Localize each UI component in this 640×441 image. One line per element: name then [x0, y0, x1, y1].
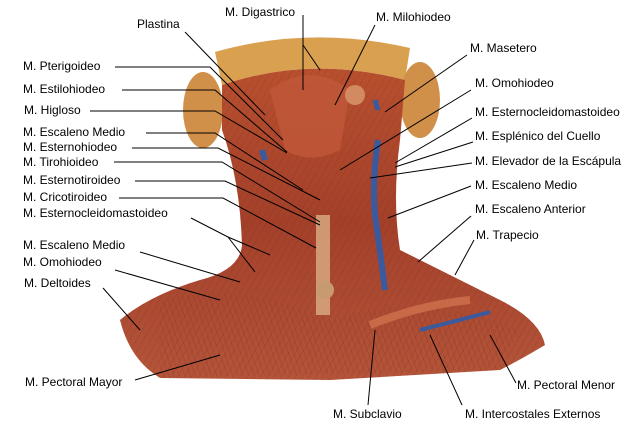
- label-escaleno-anterior: M. Escaleno Anterior: [475, 202, 586, 216]
- label-omohiodeo-right: M. Omohiodeo: [475, 76, 554, 90]
- label-pterigoideo: M. Pterigoideo: [23, 59, 101, 73]
- left-ear: [183, 72, 223, 148]
- label-tirohioideo: M. Tirohioideo: [23, 155, 99, 169]
- label-esternocleidomastoideo-right: M. Esternocleidomastoideo: [475, 105, 620, 119]
- label-escaleno-medio-2: M. Escaleno Medio: [23, 238, 126, 252]
- label-pectoral-menor: M. Pectoral Menor: [517, 378, 616, 392]
- label-plastina: Plastina: [137, 17, 180, 31]
- clavicle: [368, 296, 471, 329]
- label-esplenico-cuello: M. Esplénico del Cuello: [475, 129, 601, 143]
- label-intercostales-externos: M. Intercostales Externos: [465, 407, 601, 421]
- label-pectoral-mayor: M. Pectoral Mayor: [25, 375, 123, 389]
- label-elevador-escapula: M. Elevador de la Escápula: [475, 154, 622, 168]
- label-trapecio: M. Trapecio: [476, 228, 539, 242]
- label-digastrico: M. Digastrico: [225, 5, 296, 19]
- label-estilohiodeo: M. Estilohiodeo: [23, 82, 106, 96]
- label-cricotiroideo: M. Cricotiroideo: [23, 190, 108, 204]
- label-escaleno-medio-1: M. Escaleno Medio: [23, 125, 126, 139]
- label-escaleno-medio-right: M. Escaleno Medio: [475, 178, 578, 192]
- trachea: [316, 215, 330, 315]
- right-ear: [400, 62, 440, 138]
- label-subclavio: M. Subclavio: [333, 407, 402, 421]
- jugular-vein: [371, 139, 388, 291]
- label-esternocleidomastoideo-left: M. Esternocleidomastoideo: [23, 206, 168, 220]
- head-skin: [215, 37, 410, 85]
- label-esternotiroideo: M. Esternotiroideo: [23, 173, 121, 187]
- label-milohiodeo: M. Milohiodeo: [376, 10, 451, 24]
- label-masetero: M. Masetero: [470, 41, 537, 55]
- label-higloso: M. Higloso: [24, 103, 81, 117]
- leader-lines: [90, 15, 517, 406]
- label-omohiodeo-left: M. Omohiodeo: [23, 255, 102, 269]
- digastric-region: [270, 75, 350, 158]
- label-deltoides: M. Deltoides: [24, 276, 91, 290]
- label-esternohiodeo: M. Esternohiodeo: [23, 140, 118, 154]
